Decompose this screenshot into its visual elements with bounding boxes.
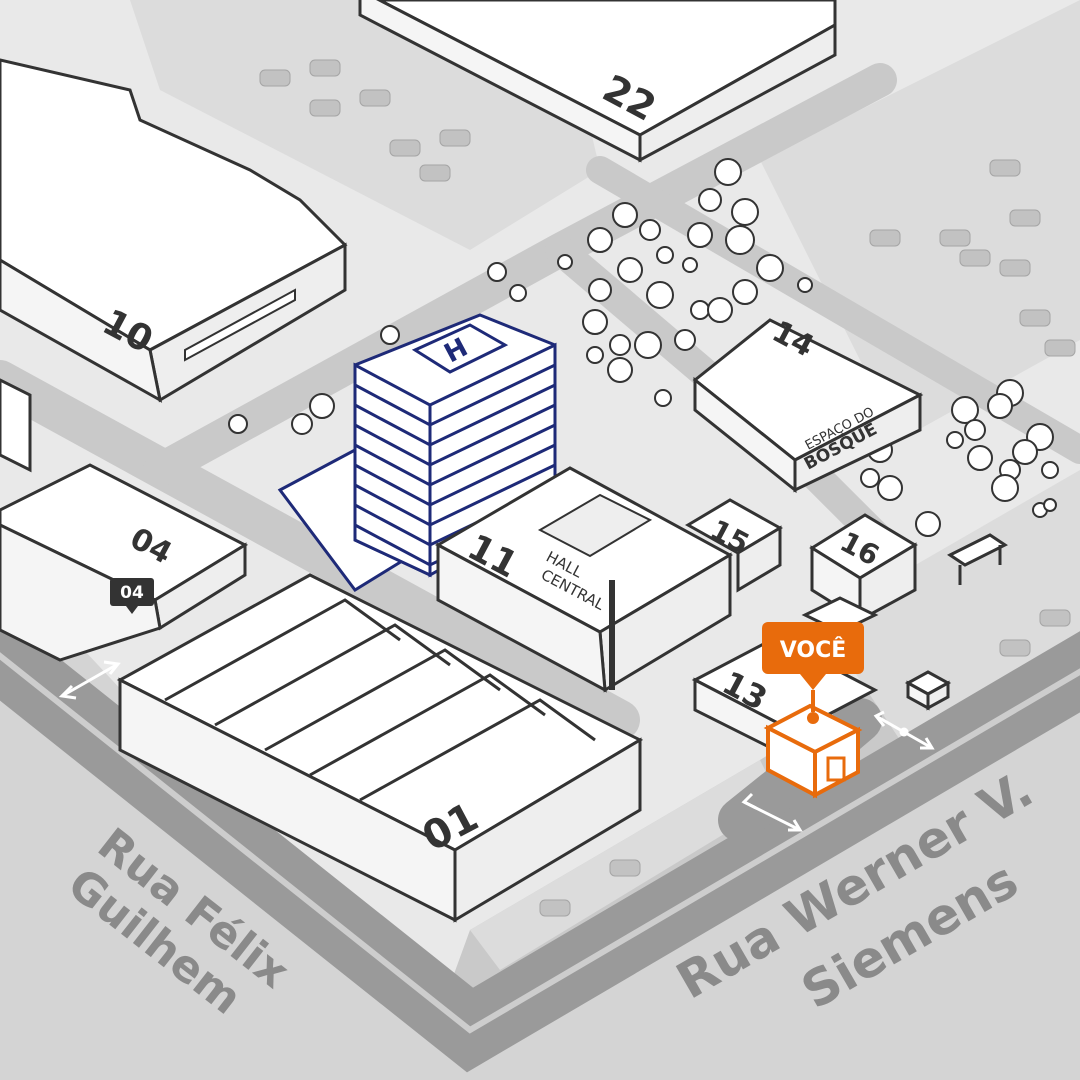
double-arrow-icon <box>741 792 803 832</box>
map-pin-icon <box>807 690 819 724</box>
building-left-tower <box>0 378 32 473</box>
building-01[interactable]: 01 <box>116 573 644 923</box>
internal-road-1 <box>0 360 640 740</box>
shelter <box>947 533 1008 585</box>
you-are-here-building <box>763 703 863 799</box>
parking-lot-east <box>760 0 1080 440</box>
traffic-arrows <box>58 660 935 832</box>
building-10[interactable]: 10 <box>0 58 348 403</box>
marker-label: 04 <box>120 583 144 603</box>
woods-trees <box>228 158 1059 537</box>
building-11-hall-central[interactable]: 11 HALL CENTRAL <box>434 466 734 693</box>
double-arrow-icon <box>873 710 935 750</box>
building-22[interactable]: 22 <box>358 0 837 163</box>
double-arrow-icon <box>58 660 121 700</box>
building-04-marker[interactable]: 04 <box>110 578 154 614</box>
building-14-espaco-do-bosque[interactable]: 14 ESPAÇO DO BOSQUE <box>692 314 924 494</box>
parked-cars <box>259 59 1076 917</box>
kiosk <box>904 670 952 711</box>
you-are-here-badge <box>762 622 864 674</box>
you-are-here[interactable]: VOCÊ <box>762 622 864 799</box>
you-are-here-label: VOCÊ <box>780 637 847 663</box>
